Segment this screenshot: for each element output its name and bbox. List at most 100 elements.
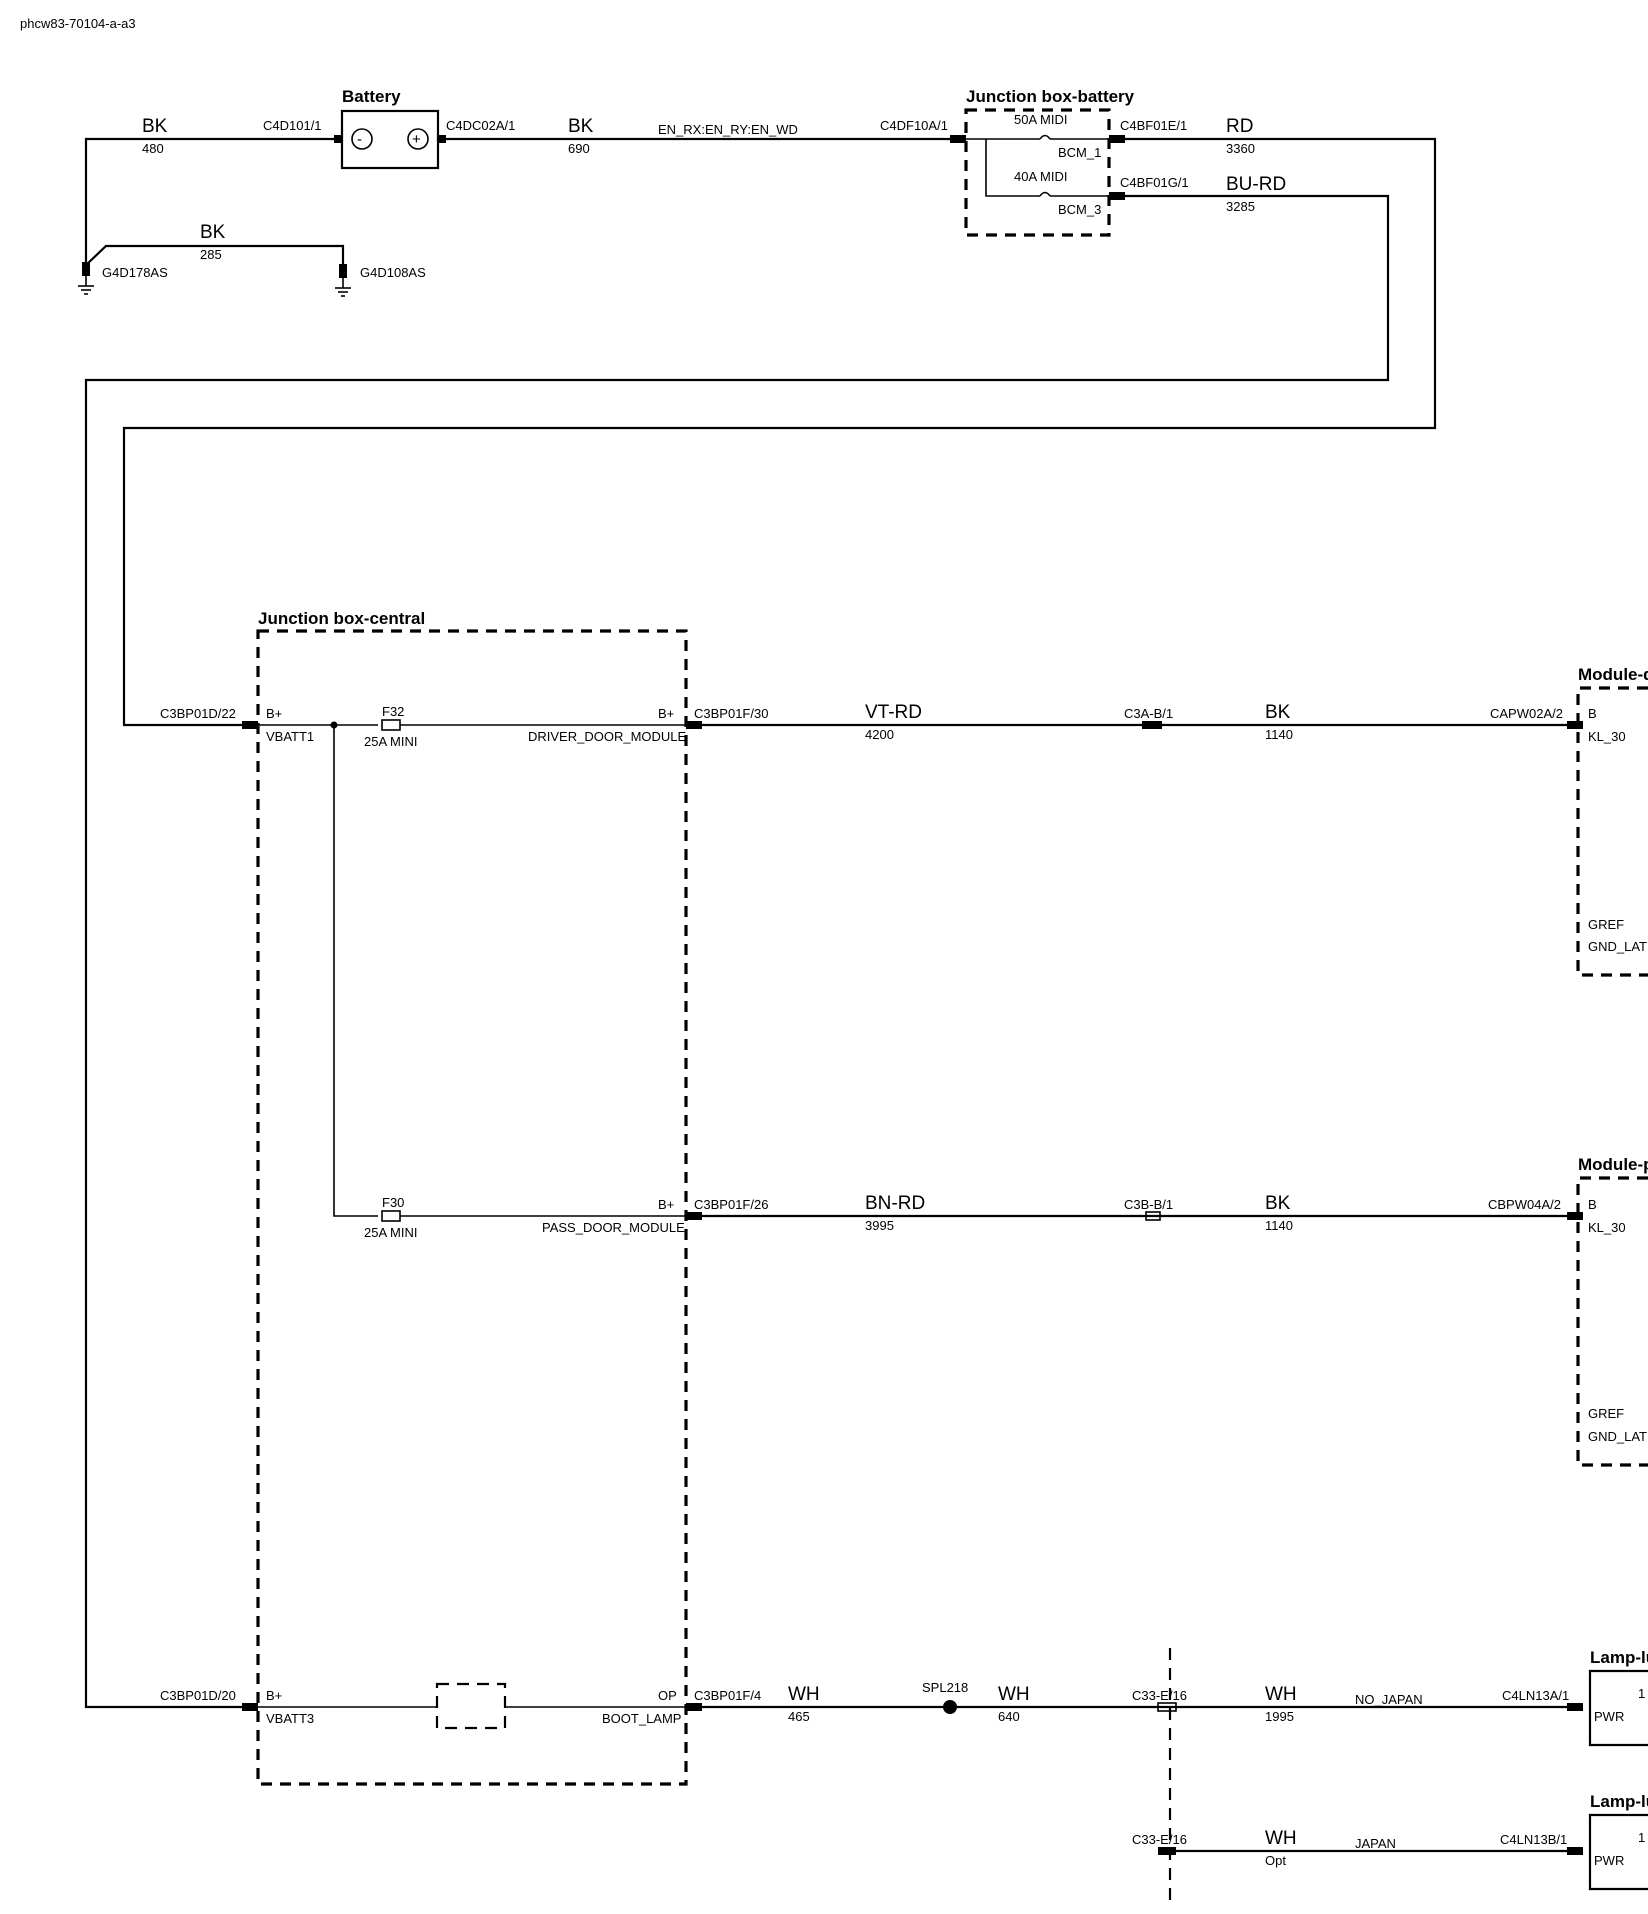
wire-burd-3285-number: 3285 (1226, 199, 1255, 214)
op-label: OP (658, 1688, 677, 1703)
battery-title: Battery (342, 87, 401, 106)
wire-bk-1140-number: 1140 (1265, 727, 1293, 742)
battery-negative-sign: - (357, 131, 362, 148)
wire-wh-opt-number: Opt (1265, 1853, 1286, 1868)
document-id: phcw83-70104-a-a3 (20, 16, 136, 31)
wire-rd-3360-number: 3360 (1226, 141, 1255, 156)
inline-connector-c33-b (1158, 1847, 1176, 1855)
wire-wh-opt-color: WH (1265, 1828, 1297, 1849)
option-code-en: EN_RX:EN_RY:EN_WD (658, 122, 798, 137)
fuse-50a-midi: 50A MIDI (1014, 112, 1067, 127)
connector-c4d101: C4D101/1 (263, 118, 322, 133)
module-driver-door (1576, 686, 1648, 977)
connector-c3bp01d-22: C3BP01D/22 (160, 706, 236, 721)
lamp-2-pin: 1 (1638, 1830, 1645, 1845)
lamp-1-title: Lamp-lu (1590, 1648, 1648, 1667)
bcm-1-label: BCM_1 (1058, 145, 1101, 160)
wire-rd-3360 (122, 137, 1437, 727)
wire-vtrd-number: 4200 (865, 727, 894, 742)
lamp-2-terminal (1567, 1847, 1583, 1855)
wire-bk-285-color: BK (200, 222, 226, 243)
module-pass-kl30: KL_30 (1588, 1220, 1626, 1235)
jb-battery-terminal-out2 (1109, 192, 1125, 200)
wire-wh-1995-number: 1995 (1265, 1709, 1294, 1724)
module-driver-kl30: KL_30 (1588, 729, 1626, 744)
lamp-1-pwr: PWR (1594, 1709, 1624, 1724)
bplus-label-3: B+ (658, 1197, 674, 1212)
connector-c4dc02a: C4DC02A/1 (446, 118, 515, 133)
fuse-f30: F30 (382, 1195, 404, 1210)
fuse-f32-symbol (381, 719, 401, 731)
wire-bk-1140b-number: 1140 (1265, 1218, 1293, 1233)
connector-c4ln13b: C4LN13B/1 (1500, 1832, 1567, 1847)
wire-bk-480-number: 480 (142, 141, 164, 156)
connector-c4df10a: C4DF10A/1 (880, 118, 948, 133)
module-driver-terminal (1567, 721, 1583, 729)
driver-door-module-label: DRIVER_DOOR_MODULE (528, 729, 687, 744)
boot-lamp-label: BOOT_LAMP (602, 1711, 681, 1726)
fuse-40a-midi: 40A MIDI (1014, 169, 1067, 184)
jb-central-terminal-d22 (242, 721, 258, 729)
jb-central-terminal-f30 (686, 721, 702, 729)
ground-g4d108as: G4D108AS (360, 265, 426, 280)
bplus-label-4: B+ (266, 1688, 282, 1703)
fuse-50a-symbol (1039, 134, 1051, 140)
splice-spl218 (943, 1700, 957, 1714)
inline-connector-c3a (1142, 721, 1162, 729)
connector-c33-e16-a: C33-E/16 (1132, 1688, 1187, 1703)
wire-wh-640-color: WH (998, 1684, 1030, 1705)
bcm-3-label: BCM_3 (1058, 202, 1101, 217)
connector-c3bp01f-4: C3BP01F/4 (694, 1688, 761, 1703)
inline-connector-c3b (1145, 1211, 1161, 1221)
pass-door-module-label: PASS_DOOR_MODULE (542, 1220, 685, 1235)
battery-terminal-left (334, 135, 342, 143)
junction-box-central-title: Junction box-central (258, 609, 425, 628)
wire-bk-690-color: BK (568, 116, 594, 137)
connector-c33-e16-b: C33-E/16 (1132, 1832, 1187, 1847)
lamp-2-pwr: PWR (1594, 1853, 1624, 1868)
lamp-1-terminal (1567, 1703, 1583, 1711)
option-japan: JAPAN (1355, 1836, 1396, 1851)
wire-burd-3285-color: BU-RD (1226, 174, 1286, 195)
fuse-f30-rating: 25A MINI (364, 1225, 417, 1240)
junction-box-central (256, 629, 688, 1786)
module-pass-gnd-lat: GND_LAT (1588, 1429, 1647, 1444)
vbatt1-branch (333, 725, 378, 1217)
vbatt1-label: VBATT1 (266, 729, 314, 744)
battery-terminal-right (438, 135, 446, 143)
bplus-label-1: B+ (266, 706, 282, 721)
module-passenger-door (1576, 1176, 1648, 1467)
wire-bk-480-color: BK (142, 116, 168, 137)
wire-vtrd-color: VT-RD (865, 702, 922, 723)
fuse-40a-symbol (1039, 191, 1051, 197)
battery-positive-sign: + (412, 131, 421, 148)
wire-bk-1140-color: BK (1265, 702, 1291, 723)
wire-bk-690-number: 690 (568, 141, 590, 156)
ground-icon (78, 262, 94, 295)
wire-rd-3360-color: RD (1226, 116, 1253, 137)
inline-connector-c33-a (1157, 1702, 1177, 1712)
lamp-2-title: Lamp-lu (1590, 1792, 1648, 1811)
module-pass-pin-b: B (1588, 1197, 1597, 1212)
connector-cbpw04a: CBPW04A/2 (1488, 1197, 1561, 1212)
wire-wh-1995-color: WH (1265, 1684, 1297, 1705)
ground-icon (335, 264, 351, 297)
connector-c4bf01e: C4BF01E/1 (1120, 118, 1187, 133)
module-driver-pin-b: B (1588, 706, 1597, 721)
ground-g4d178as: G4D178AS (102, 265, 168, 280)
lamp-luggage-2 (1588, 1813, 1648, 1891)
module-driver-gref: GREF (1588, 917, 1624, 932)
connector-c4ln13a: C4LN13A/1 (1502, 1688, 1569, 1703)
connector-c3bp01d-20: C3BP01D/20 (160, 1688, 236, 1703)
splice-spl218-label: SPL218 (922, 1680, 968, 1695)
jb-central-terminal-d20 (242, 1703, 258, 1711)
jb-central-terminal-f26 (686, 1212, 702, 1220)
connector-c3bp01f-30: C3BP01F/30 (694, 706, 768, 721)
jb-central-terminal-f4 (686, 1703, 702, 1711)
connector-c3b-b1: C3B-B/1 (1124, 1197, 1173, 1212)
wire-bk-285-number: 285 (200, 247, 222, 262)
wire-wh-465-number: 465 (788, 1709, 810, 1724)
module-driver-gnd-lat: GND_LAT (1588, 939, 1647, 954)
fuse-f32: F32 (382, 704, 404, 719)
vbatt3-label: VBATT3 (266, 1711, 314, 1726)
